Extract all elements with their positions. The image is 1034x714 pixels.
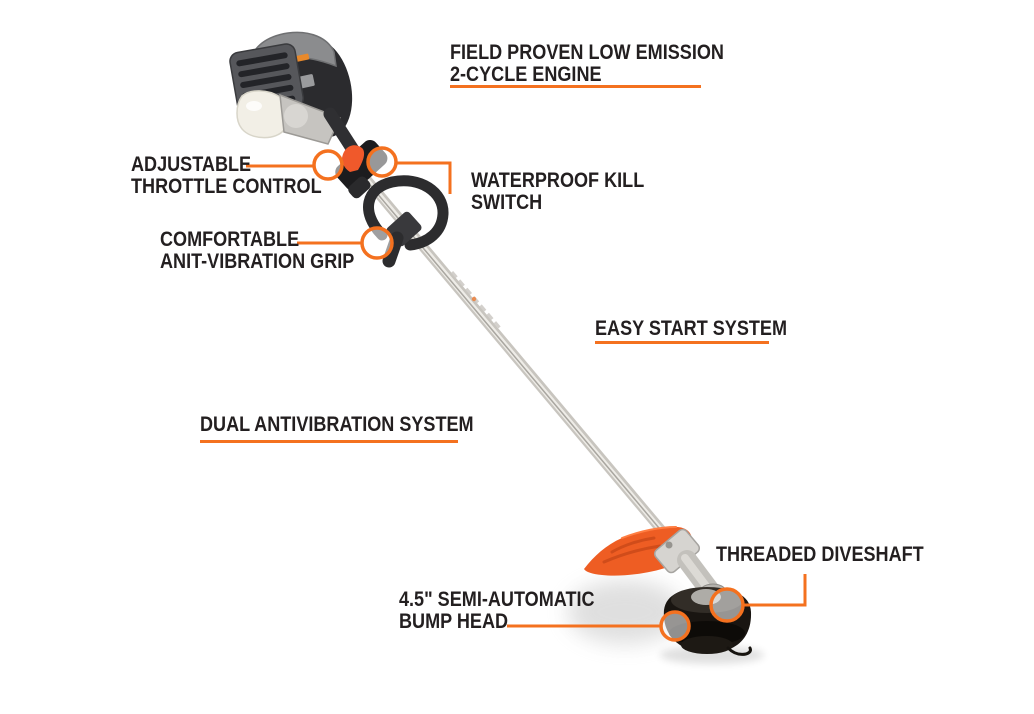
trimmer-line-wire bbox=[726, 646, 752, 656]
callout-label-grip: COMFORTABLE ANIT-VIBRATION GRIP bbox=[160, 229, 354, 273]
callout-marker-throttle bbox=[312, 149, 344, 181]
shaft-branding-mark bbox=[450, 271, 502, 329]
connector-line-driveshaft bbox=[744, 574, 807, 607]
callout-text-line: 2-CYCLE ENGINE bbox=[450, 63, 602, 86]
connector-line-killswitch bbox=[397, 161, 452, 194]
callout-text-line: FIELD PROVEN LOW EMISSION bbox=[450, 41, 724, 64]
callout-underline-antivibration bbox=[200, 440, 458, 443]
head-ground-shadow bbox=[660, 646, 764, 664]
callout-label-throttle: ADJUSTABLE THROTTLE CONTROL bbox=[131, 154, 322, 198]
engine-graphic bbox=[229, 31, 373, 177]
callout-text-line: THREADED DIVESHAFT bbox=[716, 543, 924, 566]
callout-text-line: DUAL ANTIVIBRATION SYSTEM bbox=[200, 413, 474, 436]
callout-marker-bumphead bbox=[659, 610, 691, 642]
callout-label-bumphead: 4.5" SEMI-AUTOMATIC BUMP HEAD bbox=[399, 589, 595, 633]
callout-label-killswitch: WATERPROOF KILL SWITCH bbox=[471, 170, 644, 214]
callout-marker-grip bbox=[360, 226, 394, 260]
callout-text-line: THROTTLE CONTROL bbox=[131, 175, 322, 198]
callout-underline-easystart bbox=[595, 341, 769, 344]
callout-label-antivibration: DUAL ANTIVIBRATION SYSTEM bbox=[200, 414, 474, 436]
callout-text-line: ANIT-VIBRATION GRIP bbox=[160, 250, 355, 273]
fuel-tank-highlight bbox=[246, 101, 262, 111]
callout-label-easystart: EASY START SYSTEM bbox=[595, 318, 787, 340]
callout-marker-driveshaft bbox=[709, 587, 745, 623]
callout-text-line: EASY START SYSTEM bbox=[595, 317, 788, 340]
callout-text-line: 4.5" SEMI-AUTOMATIC bbox=[399, 588, 595, 611]
clutch-hub bbox=[284, 104, 308, 128]
callout-label-driveshaft: THREADED DIVESHAFT bbox=[716, 544, 924, 566]
callout-text-line: BUMP HEAD bbox=[399, 610, 509, 633]
warning-sticker bbox=[293, 53, 310, 63]
callout-text-line: COMFORTABLE bbox=[160, 228, 300, 251]
callout-text-line: SWITCH bbox=[471, 191, 543, 214]
callout-marker-killswitch bbox=[366, 146, 398, 178]
callout-underline-engine bbox=[450, 85, 701, 88]
head-shadow bbox=[567, 580, 683, 644]
callout-text-line: ADJUSTABLE bbox=[131, 153, 252, 176]
callout-text-line: WATERPROOF KILL bbox=[471, 169, 645, 192]
handle-lower-mount bbox=[382, 231, 404, 268]
throttle-lever bbox=[342, 145, 365, 172]
shaft-branding-dot bbox=[471, 296, 477, 302]
loop-handle bbox=[363, 175, 449, 268]
callout-label-engine: FIELD PROVEN LOW EMISSION 2-CYCLE ENGINE bbox=[450, 42, 724, 86]
